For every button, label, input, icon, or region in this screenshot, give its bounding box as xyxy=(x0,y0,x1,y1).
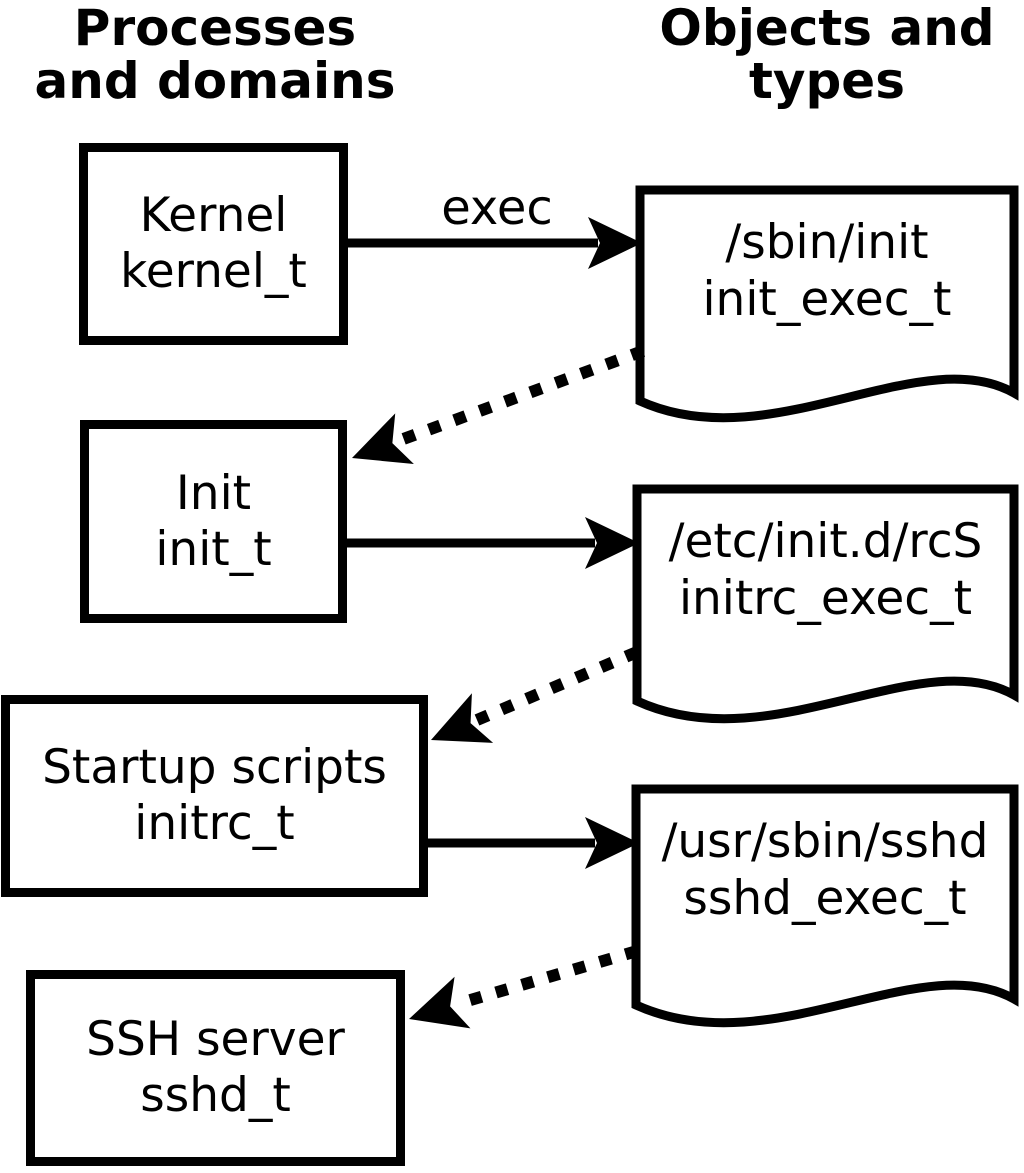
object-label-initrc-exec: /etc/init.d/rcS initrc_exec_t xyxy=(637,513,1014,627)
arrowhead-icon xyxy=(352,413,414,465)
object-path: /usr/sbin/sshd xyxy=(661,814,989,869)
arrowhead-icon xyxy=(585,517,639,569)
process-name: Startup scripts xyxy=(42,740,387,795)
transition-arrow-initrc-exec-to-startup xyxy=(431,646,640,743)
process-box-kernel: Kernel kernel_t xyxy=(79,143,348,345)
document-shape-init-exec xyxy=(635,185,1019,423)
document-shape-sshd-exec xyxy=(631,784,1019,1028)
exec-arrow-kernel-to-init-exec xyxy=(348,217,642,269)
column-header-objects: Objects and types xyxy=(630,2,1024,108)
process-name: SSH server xyxy=(86,1012,345,1067)
exec-arrow-startup-to-sshd-exec xyxy=(428,817,639,869)
process-domain-type: init_t xyxy=(155,521,272,577)
column-header-processes-line1: Processes xyxy=(73,0,357,57)
process-box-ssh-server: SSH server sshd_t xyxy=(26,970,405,1166)
object-path: /sbin/init xyxy=(725,215,929,270)
column-header-objects-line2: types xyxy=(749,52,905,110)
arrowhead-icon xyxy=(409,976,471,1029)
object-label-init-exec: /sbin/init init_exec_t xyxy=(640,214,1014,328)
column-header-objects-line1: Objects and xyxy=(659,0,995,57)
object-type: init_exec_t xyxy=(702,272,952,327)
object-label-sshd-exec: /usr/sbin/sshd sshd_exec_t xyxy=(636,813,1014,927)
transition-arrow-init-exec-to-init xyxy=(352,345,646,465)
exec-arrow-init-to-initrc-exec xyxy=(347,517,639,569)
object-path: /etc/init.d/rcS xyxy=(668,514,983,569)
column-header-processes: Processes and domains xyxy=(20,2,410,108)
process-box-startup-scripts: Startup scripts initrc_t xyxy=(1,695,428,897)
arrowhead-icon xyxy=(585,817,639,869)
process-name: Kernel xyxy=(139,188,288,243)
arrowhead-icon xyxy=(588,217,642,269)
transition-arrow-sshd-exec-to-sshd xyxy=(409,945,639,1029)
arrowhead-icon xyxy=(431,693,494,743)
process-domain-type: initrc_t xyxy=(134,796,295,851)
process-name: Init xyxy=(175,465,252,521)
document-shape-initrc-exec xyxy=(632,484,1019,724)
object-type: sshd_exec_t xyxy=(683,871,967,926)
process-box-init: Init init_t xyxy=(80,420,347,623)
object-type: initrc_exec_t xyxy=(678,571,973,626)
column-header-processes-line2: and domains xyxy=(34,52,396,110)
process-domain-type: sshd_t xyxy=(140,1068,291,1123)
process-domain-type: kernel_t xyxy=(120,244,307,299)
edge-label-exec: exec xyxy=(441,180,553,236)
